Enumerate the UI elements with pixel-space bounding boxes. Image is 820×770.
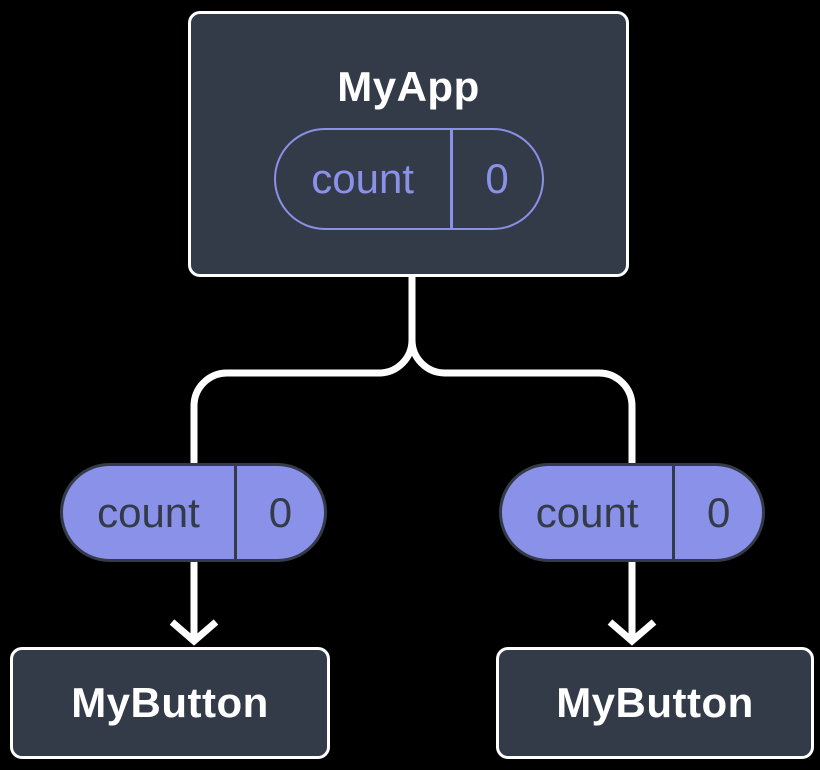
arrow-head-left-icon [169, 619, 219, 646]
prop-pill-right: count 0 [499, 463, 765, 562]
myapp-card: MyApp count 0 [188, 11, 629, 277]
root-state-pill: count 0 [273, 128, 544, 230]
edge-root-to-left-child [190, 276, 416, 638]
prop-pill-left: count 0 [60, 463, 327, 562]
mybutton-card-left: MyButton [10, 647, 330, 759]
prop-value: 0 [268, 488, 293, 536]
child-component-name: MyButton [71, 679, 269, 726]
pill-divider [449, 130, 453, 228]
pill-divider [233, 466, 237, 559]
arrow-head-right-icon [607, 619, 657, 646]
child-component-name: MyButton [556, 679, 754, 726]
mybutton-card-right: MyButton [496, 647, 814, 759]
state-label: count [311, 155, 414, 202]
pill-divider [672, 466, 676, 559]
edge-root-to-right-child [408, 276, 636, 638]
state-value: 0 [485, 155, 509, 202]
prop-label: count [535, 488, 639, 536]
prop-value: 0 [706, 488, 731, 536]
prop-label: count [97, 488, 200, 536]
root-component-name: MyApp [337, 63, 480, 110]
